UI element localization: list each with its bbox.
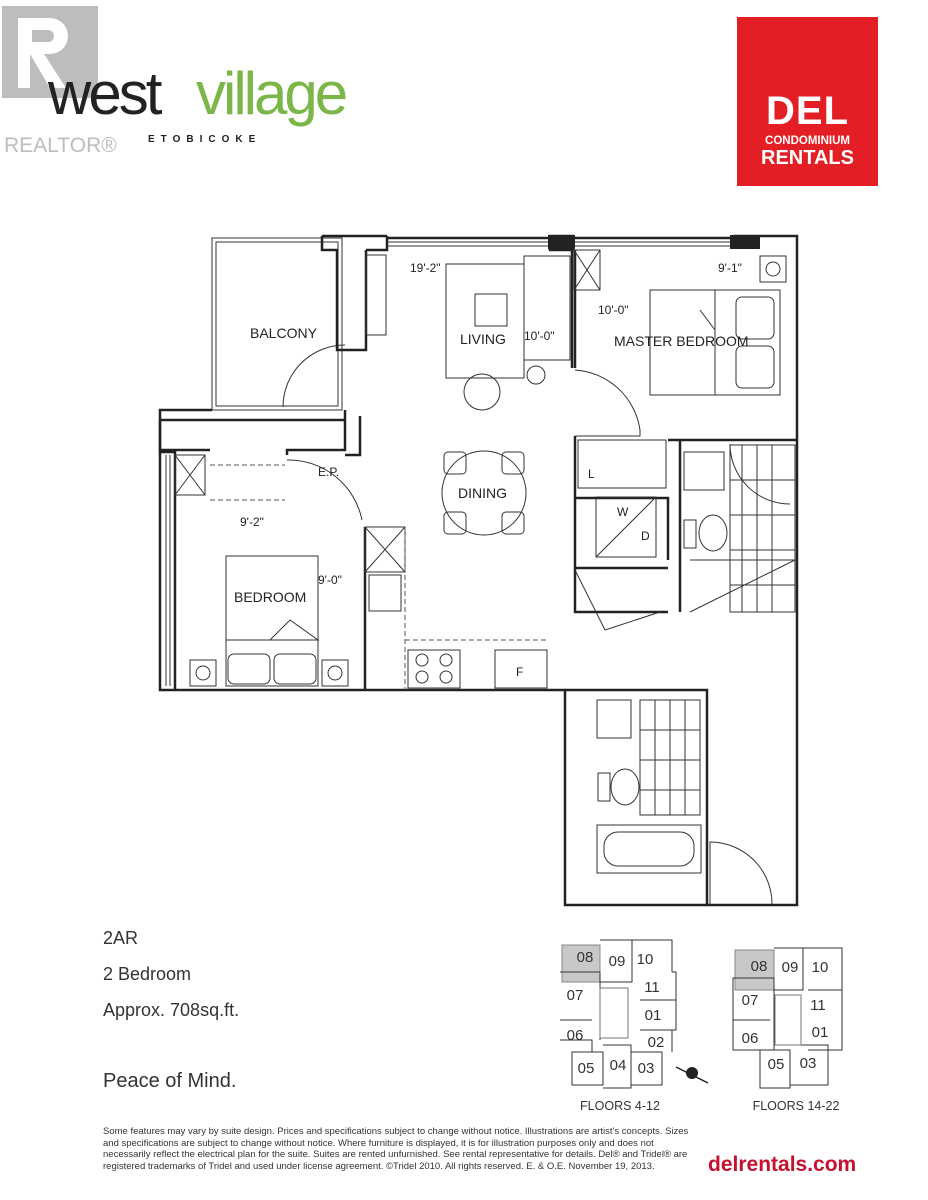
suite-model: 2AR [103, 928, 139, 948]
dim-master-depth: 10'-0" [598, 303, 629, 317]
del-rentals-logo: DEL CONDOMINIUM RENTALS [737, 17, 878, 186]
label-washer: W [617, 505, 629, 519]
unit-label: 05 [768, 1056, 785, 1073]
room-label-master-bedroom: MASTER BEDROOM [614, 333, 749, 349]
unit-label: 10 [812, 959, 829, 976]
dining-table [441, 450, 527, 536]
unit-label: 05 [578, 1060, 595, 1077]
unit-label: 01 [645, 1007, 662, 1024]
unit-label: 04 [610, 1057, 627, 1074]
del-logo-line1: CONDOMINIUM [765, 135, 850, 147]
unit-label: 02 [648, 1034, 665, 1051]
dim-master-width: 9'-1" [718, 261, 742, 275]
brand-location: ETOBICOKE [148, 134, 261, 145]
dim-living-width: 19'-2" [410, 261, 441, 275]
unit-label: 06 [742, 1030, 759, 1047]
keyplan-label: FLOORS 14-22 [753, 1099, 840, 1113]
website-link[interactable]: delrentals.com [708, 1153, 857, 1176]
room-label-balcony: BALCONY [250, 325, 318, 341]
room-label-bedroom: BEDROOM [234, 589, 306, 605]
floor-plan: BALCONY LIVING MASTER BEDROOM DINING BED… [158, 234, 799, 907]
bed-bedroom [189, 555, 349, 687]
realtor-logo: REALTOR® [2, 6, 117, 157]
unit-label: 10 [637, 951, 654, 968]
brand-village: village [196, 60, 346, 127]
unit-label: 08 [577, 949, 594, 966]
del-logo-line2: RENTALS [761, 147, 854, 169]
unit-label: 11 [810, 997, 826, 1014]
suite-type: 2 Bedroom [103, 964, 192, 984]
unit-label: 03 [800, 1055, 817, 1072]
room-label-living: LIVING [460, 331, 506, 347]
label-dryer: D [641, 529, 650, 543]
unit-label: 07 [742, 992, 759, 1009]
unit-label: 03 [638, 1060, 655, 1077]
dim-bedroom-width: 9'-2" [240, 515, 264, 529]
del-logo-mark: DEL [766, 89, 849, 133]
dim-bedroom-depth: 9'-0" [318, 573, 342, 587]
unit-label: 09 [609, 953, 626, 970]
keyplan-floors-4-12: 08 09 10 07 11 01 06 02 05 04 03 FLOORS … [560, 939, 677, 1113]
keyplan-floors-14-22: 08 09 10 07 11 06 01 05 03 FLOORS 14-22 [732, 947, 843, 1113]
dim-living-depth: 10'-0" [524, 329, 555, 343]
label-laundry: L [588, 467, 595, 481]
brand-west: west [47, 60, 163, 127]
unit-label: 01 [812, 1024, 829, 1041]
keyplan-label: FLOORS 4-12 [580, 1099, 660, 1113]
realtor-logo-text: REALTOR® [4, 134, 117, 157]
header-logos: REALTOR® west village ETOBICOKE [2, 6, 349, 157]
unit-label: 09 [782, 959, 799, 976]
label-ep: E.P. [318, 465, 339, 479]
suite-tagline: Peace of Mind. [103, 1070, 237, 1092]
unit-label: 08 [751, 958, 768, 975]
north-arrow-icon [675, 1066, 709, 1084]
unit-label: 06 [567, 1027, 584, 1044]
disclaimer: Some features may vary by suite design. … [103, 1126, 689, 1172]
balcony [211, 237, 346, 411]
label-fridge: F [516, 665, 523, 679]
bed-master [649, 255, 787, 396]
room-label-dining: DINING [458, 485, 507, 501]
suite-area: Approx. 708sq.ft. [103, 1000, 240, 1020]
unit-label: 07 [567, 987, 584, 1004]
unit-label: 11 [644, 979, 660, 996]
